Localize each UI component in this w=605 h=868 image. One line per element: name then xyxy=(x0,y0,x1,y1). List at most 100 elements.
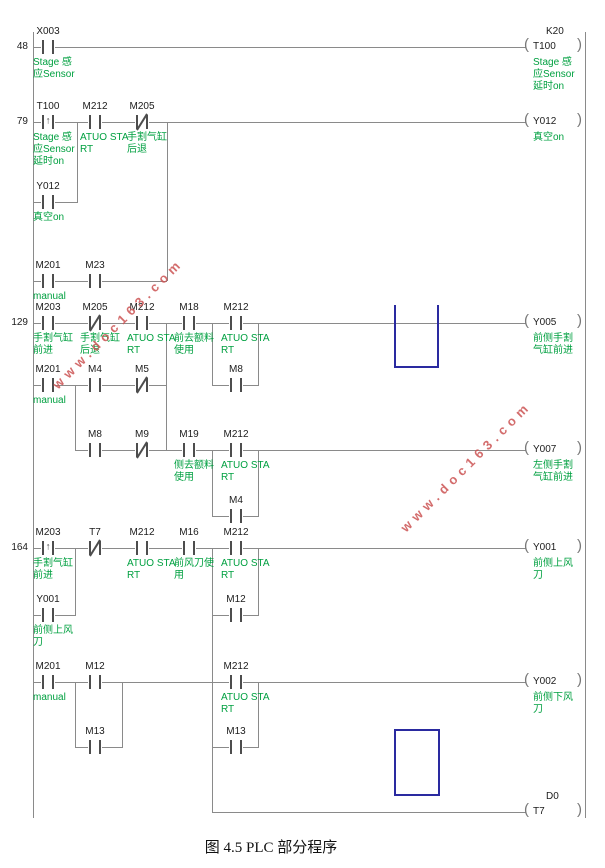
contact-m212: M212 ATUO STA RT xyxy=(221,429,270,483)
contact-m205-nc: M205 手割气缸 后退 xyxy=(80,302,120,356)
coil-label: T100 xyxy=(533,41,556,52)
device-label: M12 xyxy=(226,594,246,605)
device-comment: 前去额料 使用 xyxy=(174,333,214,356)
branch-wire xyxy=(75,548,76,615)
branch-wire xyxy=(258,323,259,385)
coil-paren-right-icon: ) xyxy=(577,537,582,554)
contact-m203-pulse: ↑ M203 手割气缸 前进 xyxy=(33,527,73,581)
device-label: M212 xyxy=(82,101,108,112)
coil-paren-right-icon: ) xyxy=(577,36,582,53)
device-label: M13 xyxy=(226,726,246,737)
device-comment: manual xyxy=(33,395,66,406)
device-label: M8 xyxy=(88,429,102,440)
device-label: Y012 xyxy=(36,181,60,192)
contact-m12: M12 xyxy=(85,661,105,690)
coil-comment: 左侧手割 气缸前进 xyxy=(533,460,573,483)
step-number: 164 xyxy=(11,542,28,553)
coil-label: Y007 xyxy=(533,444,557,455)
device-comment: ATUO STA RT xyxy=(221,460,270,483)
device-label: M212 xyxy=(223,302,249,313)
coil-t100: ( ) T100 K20 Stage 感 应Sensor 延时on xyxy=(524,26,582,92)
contact-m212: M212 ATUO STA RT xyxy=(221,302,270,356)
device-label: M203 xyxy=(35,527,61,538)
selection-cursor-open-box xyxy=(394,305,439,368)
branch-wire xyxy=(212,450,213,516)
device-label: M212 xyxy=(223,527,249,538)
device-comment: ATUO STA RT xyxy=(80,132,129,155)
device-label: X003 xyxy=(36,26,60,37)
branch-wire xyxy=(75,385,76,450)
contact-m212: M212 ATUO STA RT xyxy=(221,527,270,581)
contact-y001: Y001 前侧上风 刀 xyxy=(33,594,73,648)
device-comment: ATUO STA RT xyxy=(221,558,270,581)
device-label: M19 xyxy=(179,429,199,440)
device-comment: 手割气缸 后退 xyxy=(80,333,120,356)
contact-m13: M13 xyxy=(226,726,246,755)
contact-m4: M4 xyxy=(229,495,243,524)
device-comment: ATUO STA RT xyxy=(221,692,270,715)
coil-paren-left-icon: ( xyxy=(524,111,529,128)
branch-wire xyxy=(212,548,213,812)
coil-paren-left-icon: ( xyxy=(524,312,529,329)
device-label: M18 xyxy=(179,302,199,313)
device-label: M212 xyxy=(129,527,155,538)
device-label: M212 xyxy=(129,302,155,313)
coil-y005: ( ) Y005 前侧手割 气缸前进 xyxy=(524,312,582,356)
contact-m212: M212 ATUO STA RT xyxy=(80,101,129,155)
contact-m5-nc: M5 xyxy=(135,364,149,394)
selection-cursor-box xyxy=(394,729,440,796)
step-number: 79 xyxy=(16,116,28,127)
device-label: M201 xyxy=(35,661,61,672)
device-label: M205 xyxy=(129,101,155,112)
device-comment: Stage 感 应Sensor 延时on xyxy=(33,132,75,167)
step-number: 129 xyxy=(11,317,28,328)
contact-m16: M16 前风刀使 用 xyxy=(174,527,214,581)
device-comment: 前侧上风 刀 xyxy=(33,625,73,648)
device-label: M9 xyxy=(135,429,149,440)
coil-y001: ( ) Y001 前侧上风 刀 xyxy=(524,537,582,581)
contact-m201: M201 manual xyxy=(33,260,66,302)
branch-wire xyxy=(122,682,123,747)
device-label: T7 xyxy=(89,527,101,538)
coil-t7: ( ) T7 D0 xyxy=(524,791,582,820)
branch-wire xyxy=(258,682,259,747)
branch-wire xyxy=(258,450,259,516)
device-comment: ATUO STA RT xyxy=(127,558,176,581)
device-comment: 手割气缸 后退 xyxy=(127,132,167,155)
coil-paren-right-icon: ) xyxy=(577,801,582,818)
device-comment: 真空on xyxy=(33,212,65,223)
wire xyxy=(33,122,526,123)
device-label: M212 xyxy=(223,429,249,440)
device-comment: manual xyxy=(33,291,66,302)
coil-y002: ( ) Y002 前侧下风 刀 xyxy=(524,671,582,715)
device-comment: ATUO STA RT xyxy=(221,333,270,356)
device-label: M4 xyxy=(88,364,102,375)
coil-paren-left-icon: ( xyxy=(524,537,529,554)
contact-x003: X003 Stage 感 应Sensor xyxy=(33,26,75,80)
coil-constant: K20 xyxy=(546,26,564,37)
wire xyxy=(33,323,526,324)
branch-wire xyxy=(212,323,213,385)
device-label: M4 xyxy=(229,495,243,506)
coil-comment: 前侧上风 刀 xyxy=(533,558,573,581)
left-power-rail xyxy=(33,32,34,818)
coil-constant: D0 xyxy=(546,791,559,802)
coil-y007: ( ) Y007 左侧手割 气缸前进 xyxy=(524,439,582,483)
device-label: M23 xyxy=(85,260,105,271)
device-label: M212 xyxy=(223,661,249,672)
figure-caption: 图 4.5 PLC 部分程序 xyxy=(204,840,338,856)
coil-paren-left-icon: ( xyxy=(524,671,529,688)
wire xyxy=(75,450,526,451)
coil-y012: ( ) Y012 真空on xyxy=(524,111,582,143)
contact-t7-nc: T7 xyxy=(88,527,102,557)
device-label: M205 xyxy=(82,302,108,313)
coil-label: Y005 xyxy=(533,317,557,328)
contact-t100-pulse: ↑ T100 Stage 感 应Sensor 延时on xyxy=(33,101,75,167)
coil-paren-left-icon: ( xyxy=(524,801,529,818)
contact-m19: M19 侧去额料 使用 xyxy=(174,429,214,483)
coil-comment: 真空on xyxy=(533,132,565,143)
wire xyxy=(33,202,78,203)
wire xyxy=(33,682,526,683)
coil-comment: 前侧下风 刀 xyxy=(533,692,573,715)
